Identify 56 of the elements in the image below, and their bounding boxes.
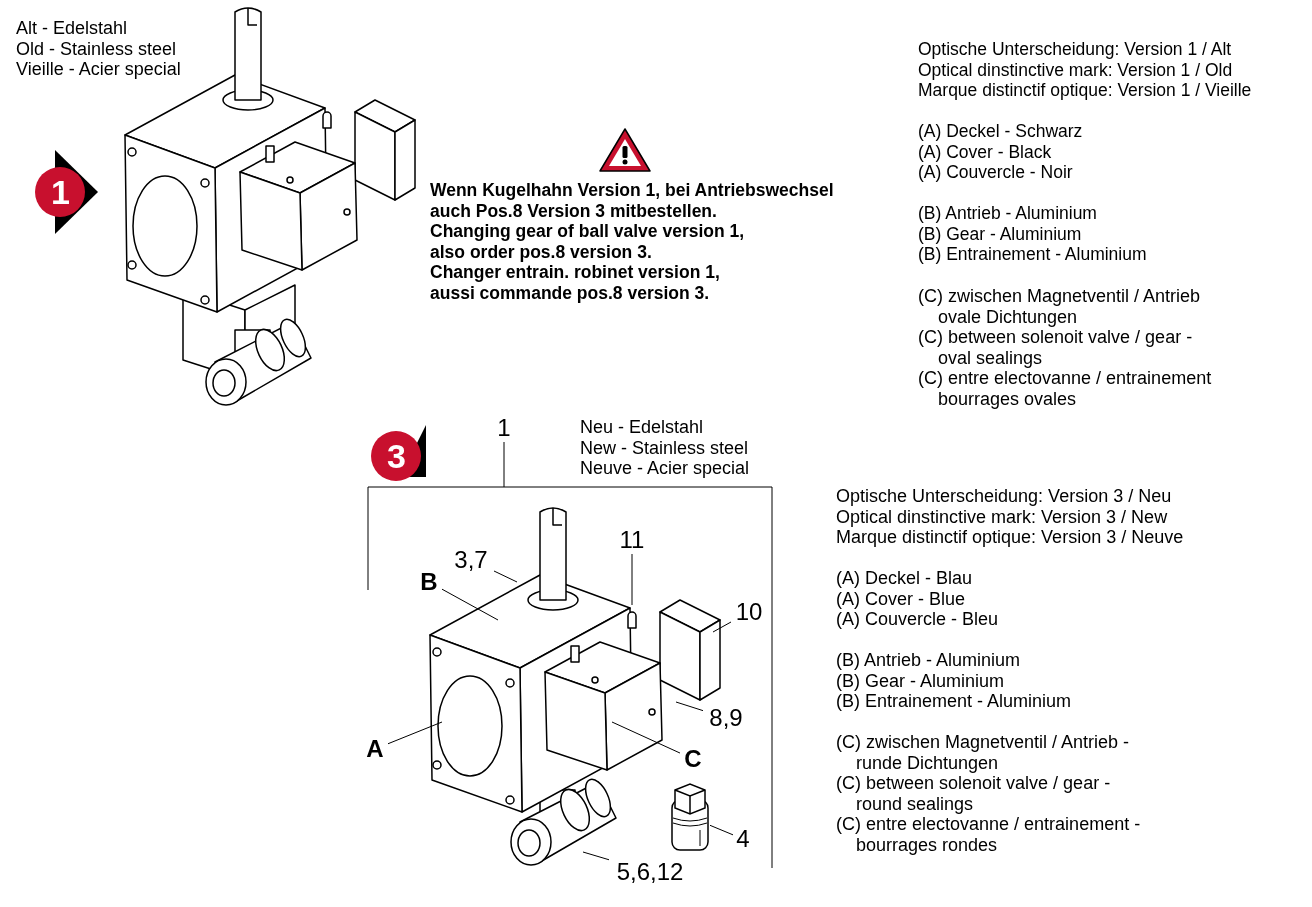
callout-number: 5,6,12	[611, 859, 689, 885]
note-text: (A) Deckel - Blau	[836, 568, 973, 589]
note-text: Old - Stainless steel	[16, 38, 177, 59]
note-text: Changing gear of ball valve version 1, also order pos.8 version 3.	[430, 221, 746, 262]
note-text: Wenn Kugelhahn Version 1, bei Antriebswechsel auch Pos.8 Version 3 mitbestellen.	[430, 180, 835, 221]
note-text: (B) Gear - Aluminium	[918, 223, 1082, 244]
leader-line	[709, 824, 734, 836]
callout-number: 10	[733, 599, 765, 625]
note-text: (C) entre electovanne / entrainement bourrages ovales	[918, 368, 1213, 409]
callout-number: 1	[496, 415, 512, 441]
note-text: Neuve - Acier special	[580, 458, 750, 479]
leader-line	[582, 851, 610, 861]
note-text: Optical dinstinctive mark: Version 3 / New	[836, 506, 1168, 527]
note-text: (A) Deckel - Schwarz	[918, 121, 1083, 142]
callout-number: B	[418, 569, 440, 595]
leader-line	[387, 721, 443, 745]
note-text: Changer entrain. robinet version 1, aussi commande pos.8 version 3.	[430, 262, 721, 303]
plug-drawing	[671, 783, 709, 851]
note-text: (B) Antrieb - Aluminium	[918, 203, 1097, 224]
note-text: (C) between solenoit valve / gear - round sealings	[836, 773, 1112, 814]
note-text: Optische Unterscheidung: Version 3 / Neu	[836, 486, 1172, 507]
leader-line	[631, 553, 633, 606]
note-text: (A) Couvercle - Bleu	[836, 609, 999, 630]
callout-number: 3,7	[450, 547, 492, 573]
note-text: (A) Cover - Blue	[836, 588, 966, 609]
note-text: Marque distinctif optique: Version 3 / Neuve	[836, 527, 1184, 548]
note-text: Alt - Edelstahl	[16, 18, 128, 39]
note-text: (C) zwischen Magnetventil / Antrieb ovale Dichtungen	[918, 286, 1202, 327]
note-text: (B) Entrainement - Aluminium	[918, 244, 1147, 265]
badge-number: 1	[51, 174, 70, 210]
note-text: (A) Couvercle - Noir	[918, 162, 1073, 183]
note-text: Neu - Edelstahl	[580, 417, 704, 438]
callout-number: 11	[616, 527, 648, 553]
note-text: (C) zwischen Magnetventil / Antrieb - runde Dichtungen	[836, 732, 1131, 773]
callout-number: 8,9	[705, 705, 747, 731]
callout-number: A	[364, 736, 386, 762]
note-text: Optische Unterscheidung: Version 1 / Alt	[918, 39, 1232, 60]
badge-number: 3	[387, 438, 406, 474]
note-text: (B) Antrieb - Aluminium	[836, 650, 1021, 671]
leader-line	[441, 588, 499, 621]
note-text: (B) Gear - Aluminium	[836, 670, 1005, 691]
callout-number: C	[682, 746, 704, 772]
leader-line	[712, 621, 732, 633]
note-text: (C) between solenoit valve / gear - oval sealings	[918, 327, 1194, 368]
leader-line	[503, 441, 505, 488]
note-text: (C) entre electovanne / entrainement - bourrages rondes	[836, 814, 1142, 855]
note-text: (B) Entrainement - Aluminium	[836, 691, 1072, 712]
leader-line	[611, 721, 681, 754]
note-text: Vieille - Acier special	[16, 59, 181, 80]
callout-number: 4	[735, 826, 751, 852]
note-text: Optical dinstinctive mark: Version 1 / Old	[918, 59, 1233, 80]
leader-line	[493, 570, 518, 583]
note-text: Marque distinctif optique: Version 1 / Vieille	[918, 80, 1252, 101]
note-text: (A) Cover - Black	[918, 141, 1052, 162]
note-text: New - Stainless steel	[580, 437, 749, 458]
leader-line	[675, 701, 704, 712]
